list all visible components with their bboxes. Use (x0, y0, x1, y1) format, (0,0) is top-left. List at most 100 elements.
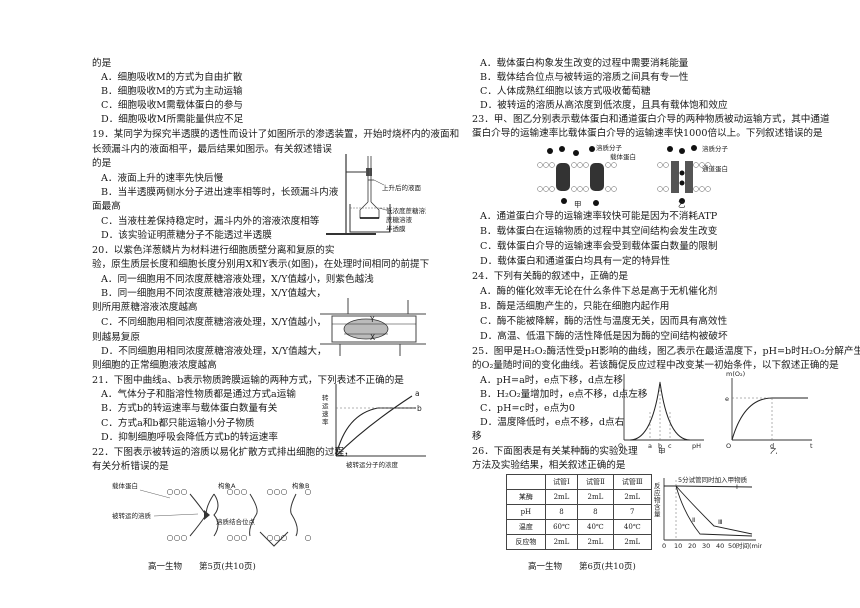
label-solute: 被转运的溶质 (112, 511, 152, 520)
tick-label: 10 (674, 542, 682, 550)
option-d: D．高温、低温下酶的活性降低是因为酶的空间结构被破坏 (480, 331, 728, 342)
label-membrane: 半透膜 (386, 224, 406, 233)
ph-label: pH (692, 442, 701, 450)
origin-label: O (618, 442, 623, 450)
option-a: A．细胞吸收M的方式为自由扩散 (101, 72, 243, 83)
table-cell: 2mL (612, 534, 653, 550)
tick-c: c (668, 442, 672, 450)
table-cell: 40℃ (612, 519, 653, 535)
option-a: A．液面上升的速率先快后慢 (101, 173, 224, 184)
table-cell: 8 (544, 504, 579, 520)
table-cell: 反应物 (506, 534, 546, 550)
tick-label: 40 (716, 542, 724, 550)
option-b: B．当半透膜两侧水分子进出速率相等时，长颈漏斗内液 (101, 187, 339, 198)
text-line: 有关分析错误的是 (92, 461, 169, 472)
page-footer-left: 高一生物 第5页(共10页) (148, 562, 256, 572)
text-line: 则所用蔗糖溶液浓度越高 (92, 302, 198, 313)
tick-label: 20 (688, 542, 696, 550)
option-b: B．载体结合位点与被转运的溶质之间具有专一性 (480, 72, 689, 83)
option-b: B．同一细胞用不同浓度蔗糖溶液处理，X/Y值越大， (101, 288, 326, 299)
option-a: A．通道蛋白介导的运输速率较快可能是因为不消耗ATP (480, 211, 718, 222)
text-line: 则细胞的正常细胞液浓度越高 (92, 360, 217, 371)
transport-curve-chart: a b 转运速率 被转运分子的浓度 (322, 384, 426, 469)
experiment-table: 试管Ⅰ 试管Ⅱ 试管Ⅲ 某酶 2mL 2mL 2mL pH 8 8 7 温度 6… (506, 474, 653, 550)
table-cell: 7 (612, 504, 653, 520)
option-a: A．酶的催化效率无论在什么条件下总是高于无机催化剂 (480, 286, 718, 297)
option-c: C．人体成熟红细胞以该方式吸收葡萄糖 (480, 86, 651, 97)
table-cell: 2mL (577, 534, 614, 550)
table-cell: 2mL (612, 489, 653, 505)
question-25: 25．图甲是H₂O₂酶活性受pH影响的曲线，图乙表示在最适温度下，pH=b时H₂… (472, 346, 860, 357)
tick-a: a (648, 442, 652, 450)
table-row: 某酶 2mL 2mL 2mL (506, 489, 653, 505)
tick-label: 30 (702, 542, 710, 550)
text-line: 的O₂量随时间的变化曲线。若该酶促反应过程中改变某一初始条件，以下叙述正确的是 (472, 360, 839, 371)
table-cell: pH (506, 504, 546, 520)
text-line: 验，原生质层长度和细胞长度分别用X和Y表示(如图)，在处理时间相同的前提下 (92, 259, 430, 270)
label-solute-molecule: 溶质分子 (596, 143, 623, 152)
label-a: a (415, 389, 420, 398)
question-26: 26．下面图表是有关某种酶的实验处理 (472, 446, 638, 457)
curve-b (335, 407, 416, 457)
series-label-3: Ⅲ (718, 518, 722, 526)
table-row: pH 8 8 7 (506, 504, 653, 520)
x-axis-label: 时间(min) (736, 541, 762, 550)
chart-note: 5分试管同时加入甲物质 (678, 475, 748, 484)
option-d: D．不同细胞用相同浓度蔗糖溶液处理，X/Y值越大， (101, 346, 327, 357)
option-b: B．载体蛋白在运输物质的过程中其空间结构会发生改变 (480, 226, 718, 237)
label-jia: 甲 (658, 447, 666, 454)
label-y: Y (369, 315, 375, 324)
label-e: e (725, 395, 729, 403)
label-channel-protein: 通道蛋白 (702, 164, 728, 173)
label-carrier: 载体蛋白 (112, 481, 138, 490)
curve-a (335, 395, 413, 457)
y-axis-label: 转运速率 (322, 393, 329, 426)
label-x: X (370, 333, 375, 342)
question-20: 20．以紫色洋葱鳞片为材料进行细胞质壁分离和复原的实 (92, 245, 335, 256)
transport-protein-figure: 溶质分子 载体蛋白 溶质分子 通道蛋白 甲 乙 (537, 143, 729, 209)
text-line: 则越易复原 (92, 332, 140, 343)
label-solute-molecule-2: 溶质分子 (702, 144, 729, 153)
option-c: C．不同细胞用相同浓度蔗糖溶液处理，X/Y值越小， (101, 317, 327, 328)
table-cell: 试管Ⅰ (544, 474, 579, 490)
table-cell: 试管Ⅱ (577, 474, 614, 490)
table-row: 反应物 2mL 2mL 2mL (506, 534, 653, 550)
option-c: C．载体蛋白介导的运输速率会受到载体蛋白数量的限制 (480, 241, 718, 252)
option-d: D．温度降低时，e点不移，d点右 (480, 417, 625, 428)
table-cell: 40℃ (577, 519, 614, 535)
x-axis-label: 被转运分子的浓度 (346, 460, 399, 469)
question-24: 24．下列有关酶的叙述中，正确的是 (472, 271, 629, 282)
question-22: 22．下图表示被转运的溶质以易化扩散方式排出细胞的过程， (92, 447, 354, 458)
table-cell: 试管Ⅲ (612, 474, 653, 490)
tick-label: 0 (662, 542, 666, 550)
table-cell: 2mL (544, 534, 579, 550)
label-yi: 乙 (770, 447, 778, 454)
label-carrier-protein: 载体蛋白 (610, 152, 636, 161)
label-b: b (417, 404, 422, 413)
table-cell: 8 (577, 504, 614, 520)
text-line: 的是 (92, 58, 112, 69)
option-d: D．被转运的溶质从高浓度到低浓度，且具有载体饱和效应 (480, 100, 728, 111)
option-d: D．载体蛋白和通道蛋白均具有一定的特异性 (480, 256, 670, 267)
option-b: B．细胞吸收M的方式为主动运输 (101, 86, 243, 97)
tick-b: b (658, 442, 662, 450)
y-axis-label: 反应物含量 (654, 481, 661, 518)
t-label: t (810, 442, 813, 450)
table-header-row: 试管Ⅰ 试管Ⅱ 试管Ⅲ (506, 474, 653, 490)
label-conformation-a: 构象A (218, 481, 236, 490)
table-cell: 2mL (544, 489, 579, 505)
tick-d: d (770, 442, 774, 450)
label-jia: 甲 (574, 200, 582, 209)
osmosis-apparatus-figure: 上升后的液面 低浓度蔗糖溶液 蔗糖溶液 半透膜 (326, 154, 426, 235)
o2-curve (731, 397, 808, 441)
series-label-2: Ⅱ (692, 516, 695, 524)
label-sucrose: 蔗糖溶液 (386, 215, 413, 224)
table-cell: 温度 (506, 519, 546, 535)
enzyme-ph-figure: O a b c pH 甲 m(O₂) e O d t 乙 (618, 370, 813, 454)
page-footer-right: 高一生物 第6页(共10页) (528, 562, 636, 572)
option-c: C．酶不能被降解，酶的活性与温度无关，因而具有高效性 (480, 316, 728, 327)
label-raised-level: 上升后的液面 (382, 183, 422, 192)
text-line: 的是 (92, 158, 112, 169)
option-d: D．细胞吸收M所需能量供应不足 (101, 114, 244, 125)
text-line: 长颈漏斗内的液面相平，最后结果如图示。有关叙述错误 (92, 144, 332, 155)
